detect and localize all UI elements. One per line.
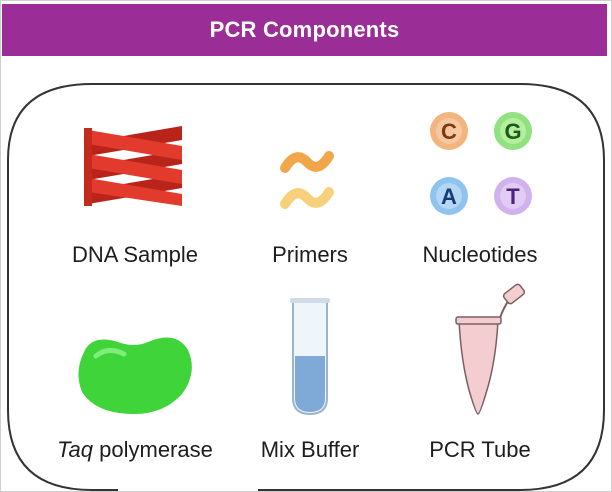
pcr-tube-icon <box>455 283 526 415</box>
components-container <box>7 83 605 491</box>
nucleotide-g-icon: G <box>494 112 532 150</box>
nucleotide-c-icon: C <box>430 112 468 150</box>
nucleotides-label: Nucleotides <box>422 242 538 267</box>
title-bar: PCR Components <box>2 4 607 56</box>
svg-text:T: T <box>506 184 520 209</box>
nucleotides-icon: C G A T <box>430 112 532 215</box>
dna-sample-label: DNA Sample <box>72 242 198 267</box>
pcr-tube-label: PCR Tube <box>429 437 531 462</box>
nucleotide-t-icon: T <box>494 177 532 215</box>
taq-polymerase-label: Taq polymerase <box>40 437 230 463</box>
dna-helix-icon <box>84 126 182 206</box>
taq-polymerase-icon <box>78 337 192 414</box>
svg-text:G: G <box>504 119 521 144</box>
page-title: PCR Components <box>209 17 400 42</box>
svg-text:A: A <box>441 184 457 209</box>
svg-text:C: C <box>441 119 457 144</box>
polymerase-label: polymerase <box>93 437 213 462</box>
taq-italic-label: Taq <box>57 437 94 462</box>
primers-icon <box>280 151 334 209</box>
mix-buffer-label: Mix Buffer <box>260 437 360 462</box>
primers-label: Primers <box>272 242 348 267</box>
nucleotide-a-icon: A <box>430 177 468 215</box>
test-tube-icon <box>290 298 330 416</box>
